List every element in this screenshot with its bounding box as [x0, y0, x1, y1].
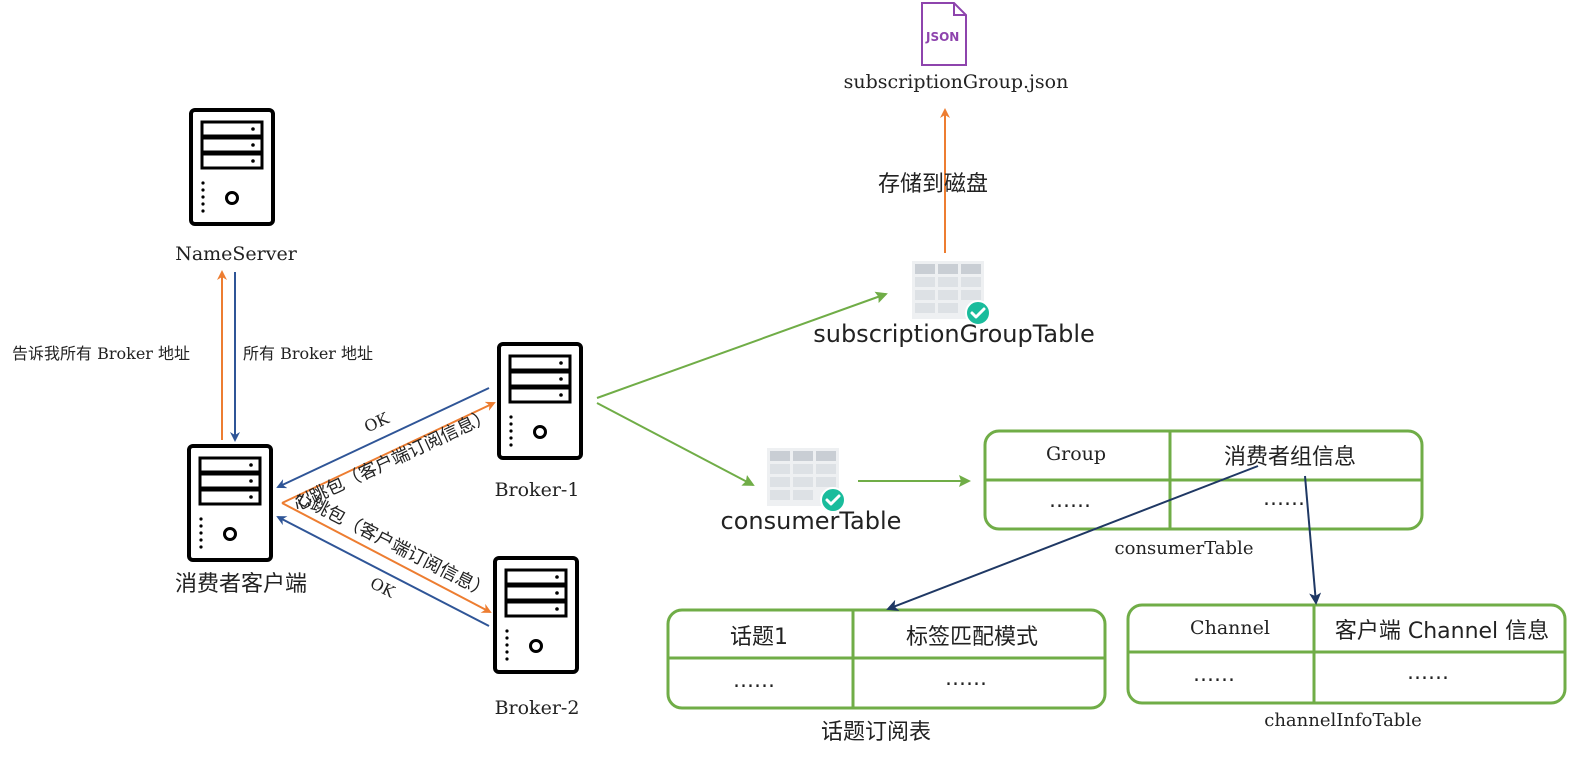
channel-table [1126, 603, 1567, 705]
json-file-icon: JSON [921, 2, 967, 66]
broker1-label: Broker-1 [494, 479, 580, 501]
channel-table-header-channel: Channel [1190, 617, 1270, 639]
consumer-table-label: consumerTable [720, 507, 902, 535]
store-disk-label: 存储到磁盘 [877, 172, 989, 197]
topic-table-header-tag: 标签匹配模式 [905, 625, 1039, 650]
arrow-group-to-topic-table [886, 465, 1259, 611]
channel-table-header-info: 客户端 Channel 信息 [1334, 619, 1550, 644]
broker2-label: Broker-2 [494, 697, 580, 719]
channel-table-cell-2: …… [1407, 660, 1449, 684]
arrow-ok-broker2 [276, 516, 490, 627]
arrow-group-to-channel-table [1304, 475, 1322, 605]
json-badge: JSON [925, 30, 959, 44]
all-brokers-label: 所有 Broker 地址 [243, 344, 374, 363]
channel-table-cell-1: …… [1193, 662, 1235, 686]
broker1-server-icon [497, 342, 583, 460]
arrow-heartbeat-broker2 [281, 502, 492, 613]
consumer-table-header-group: Group [1045, 443, 1107, 465]
arrow-broker-subscription-table [596, 291, 888, 399]
arrow-ok-broker1 [276, 387, 490, 489]
consumer-table [983, 429, 1424, 531]
ask-all-brokers-label: 告诉我所有 Broker 地址 [12, 344, 191, 363]
consumer-table-cell-2: …… [1263, 486, 1305, 510]
topic-table-cell-2: …… [945, 666, 987, 690]
topic-table-header-topic: 话题1 [730, 625, 788, 650]
consumer-client-label: 消费者客户端 [174, 572, 308, 597]
consumer-client-server-icon [187, 444, 273, 562]
topic-table-caption: 话题订阅表 [820, 720, 932, 745]
consumer-table-cell-1: …… [1049, 488, 1091, 512]
arrow-broker-consumer-table [596, 402, 755, 486]
channel-table-caption: channelInfoTable [1264, 710, 1422, 731]
broker2-server-icon [493, 556, 579, 674]
nameserver-label: NameServer [175, 243, 297, 265]
arrow-heartbeat-broker1 [281, 401, 496, 504]
nameserver-server-icon [189, 108, 275, 226]
subscription-table-icon [912, 261, 992, 327]
topic-table-cell-1: …… [733, 668, 775, 692]
consumer-table-caption: consumerTable [1114, 538, 1254, 559]
subscription-table-label: subscriptionGroupTable [813, 320, 1095, 348]
consumer-table-header-info: 消费者组信息 [1223, 445, 1357, 470]
json-file-label: subscriptionGroup.json [843, 71, 1069, 93]
consumer-table-icon [767, 448, 847, 514]
